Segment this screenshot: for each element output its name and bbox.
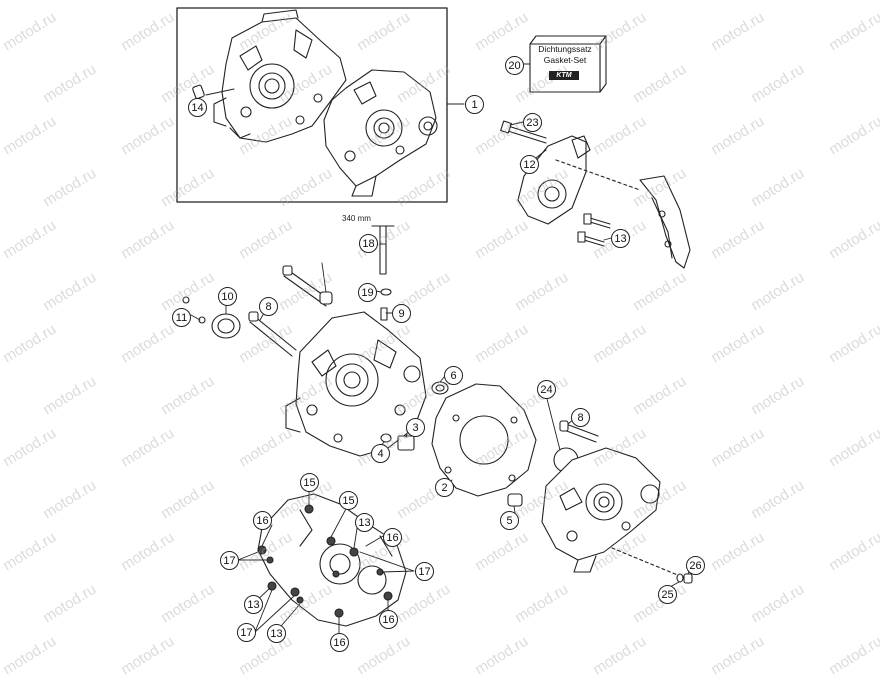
callout-18[interactable]: 18 bbox=[359, 234, 378, 253]
stud-18 bbox=[371, 225, 395, 275]
callout-1[interactable]: 1 bbox=[465, 95, 484, 114]
ktm-logo: KTM bbox=[549, 71, 579, 80]
callout-24[interactable]: 24 bbox=[537, 380, 556, 399]
o-ring-4 bbox=[380, 433, 392, 443]
drain-plug-3 bbox=[397, 435, 415, 451]
dowel-pin-14 bbox=[192, 84, 205, 99]
callout-2[interactable]: 2 bbox=[435, 478, 454, 497]
screw-9 bbox=[380, 307, 388, 321]
gasket-2 bbox=[431, 383, 537, 497]
callout-16[interactable]: 16 bbox=[253, 511, 272, 530]
callout-15[interactable]: 15 bbox=[300, 473, 319, 492]
washer-25 bbox=[676, 573, 684, 583]
gasket-set-box bbox=[529, 35, 607, 93]
frame-section bbox=[639, 175, 691, 269]
callout-8[interactable]: 8 bbox=[571, 408, 590, 427]
gasket-set-line2: Gasket-Set bbox=[543, 55, 587, 65]
sleeve-7 bbox=[319, 291, 333, 305]
callout-6[interactable]: 6 bbox=[444, 366, 463, 385]
callout-16[interactable]: 16 bbox=[379, 610, 398, 629]
callout-15[interactable]: 15 bbox=[339, 491, 358, 510]
bolt-23 bbox=[500, 120, 547, 144]
diagram-drawing bbox=[176, 7, 693, 639]
leader-line bbox=[555, 159, 641, 191]
crankcase-left-half-main bbox=[285, 311, 427, 457]
callout-23[interactable]: 23 bbox=[523, 113, 542, 132]
callout-19[interactable]: 19 bbox=[358, 283, 377, 302]
crankcase-right-half-main bbox=[541, 447, 661, 573]
callout-8[interactable]: 8 bbox=[259, 297, 278, 316]
callout-13[interactable]: 13 bbox=[611, 229, 630, 248]
callout-12[interactable]: 12 bbox=[520, 155, 539, 174]
bearing-6 bbox=[431, 381, 449, 395]
nut-26 bbox=[683, 573, 693, 584]
sleeve-5 bbox=[507, 493, 523, 507]
callout-17[interactable]: 17 bbox=[415, 562, 434, 581]
pin-8-left bbox=[248, 311, 297, 357]
leader-line bbox=[611, 547, 681, 577]
callout-5[interactable]: 5 bbox=[500, 511, 519, 530]
callout-20[interactable]: 20 bbox=[505, 56, 524, 75]
callout-14[interactable]: 14 bbox=[188, 98, 207, 117]
crankcase-right-half-top bbox=[323, 69, 438, 197]
callout-3[interactable]: 3 bbox=[406, 418, 425, 437]
gasket-set-line1: Dichtungssatz bbox=[538, 44, 592, 54]
callout-16[interactable]: 16 bbox=[383, 528, 402, 547]
callout-11[interactable]: 11 bbox=[172, 308, 191, 327]
screw-11 bbox=[182, 296, 206, 324]
callout-17[interactable]: 17 bbox=[237, 623, 256, 642]
callout-17[interactable]: 17 bbox=[220, 551, 239, 570]
callout-25[interactable]: 25 bbox=[658, 585, 677, 604]
stud-length-label: 340 mm bbox=[342, 214, 371, 223]
crankcase-group-frame bbox=[176, 7, 448, 203]
callout-16[interactable]: 16 bbox=[330, 633, 349, 652]
callout-26[interactable]: 26 bbox=[686, 556, 705, 575]
bolt-13-pair bbox=[577, 213, 611, 247]
callout-13[interactable]: 13 bbox=[244, 595, 263, 614]
gasket-set-label: Dichtungssatz Gasket-Set bbox=[533, 44, 597, 66]
cover-part-12 bbox=[517, 135, 591, 225]
callout-13[interactable]: 13 bbox=[267, 624, 286, 643]
crankcase-left-half-top bbox=[213, 9, 347, 143]
callout-9[interactable]: 9 bbox=[392, 304, 411, 323]
washer-19 bbox=[380, 288, 392, 296]
callout-13[interactable]: 13 bbox=[355, 513, 374, 532]
callout-10[interactable]: 10 bbox=[218, 287, 237, 306]
cover-plate-10 bbox=[211, 313, 241, 339]
pin-8-right bbox=[559, 420, 599, 443]
callout-4[interactable]: 4 bbox=[371, 444, 390, 463]
